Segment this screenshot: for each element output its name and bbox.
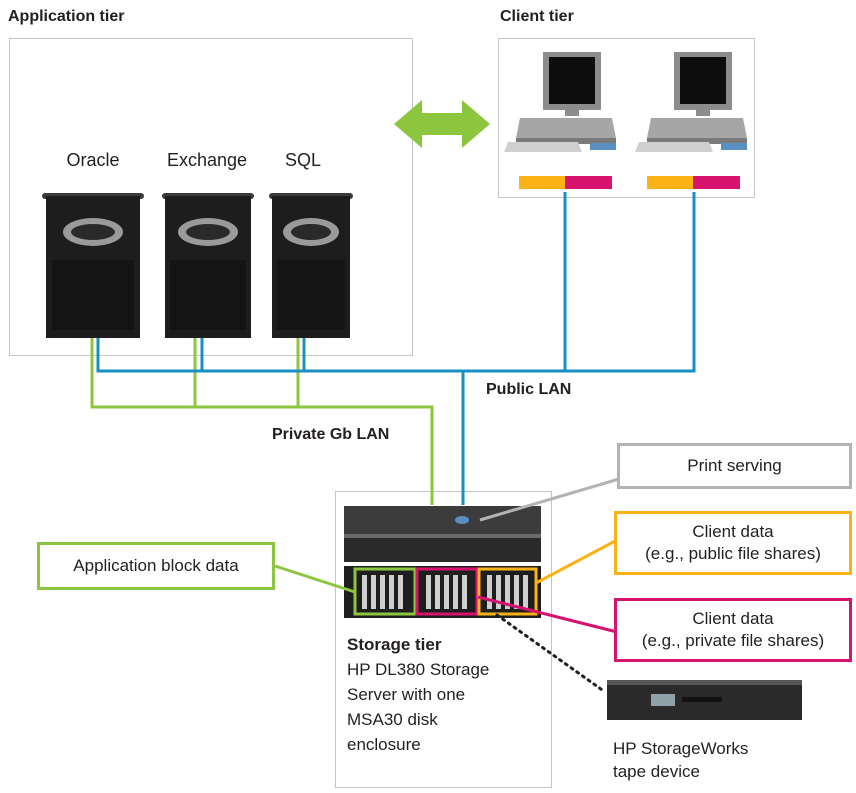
private-lan-lines — [90, 318, 434, 505]
tape-caption-line-1: HP StorageWorks — [613, 739, 749, 758]
client-public-connector — [535, 538, 618, 585]
storage-description-line-2: Server with one — [347, 685, 466, 704]
client-workstation-2-icon — [635, 52, 747, 189]
application-tier-heading: Application tier — [8, 8, 125, 25]
client-data-public-callout: Client data (e.g., public file shares) — [614, 511, 852, 575]
client-data-public-line2: (e.g., public file shares) — [645, 544, 821, 563]
server-label-sql: SQL — [284, 150, 322, 170]
server-oracle-icon — [42, 193, 144, 338]
tape-device-caption: HP StorageWorks tape device — [613, 737, 748, 783]
tape-caption-line-2: tape device — [613, 762, 700, 781]
storage-description-line-4: enclosure — [347, 735, 421, 754]
server-sql-icon — [269, 193, 353, 338]
storage-description-line-1: HP DL380 Storage — [347, 660, 490, 679]
client-data-private-line1: Client data — [692, 609, 774, 628]
server-exchange-icon — [162, 193, 254, 338]
application-block-data-callout: Application block data — [37, 542, 275, 590]
private-lan-label: Private Gb LAN — [272, 426, 390, 443]
print-serving-callout: Print serving — [617, 443, 852, 489]
client-data-private-callout: Client data (e.g., private file shares) — [614, 598, 852, 662]
app-block-connector — [274, 564, 356, 594]
tape-connector — [495, 613, 607, 694]
storage-description-line-3: MSA30 disk — [347, 710, 438, 729]
print-serving-label: Print serving — [687, 456, 782, 475]
tape-device-icon — [607, 680, 802, 720]
application-block-data-label: Application block data — [73, 556, 239, 575]
public-lan-label: Public LAN — [486, 381, 572, 398]
storage-server-icon — [344, 506, 541, 618]
client-tier-heading: Client tier — [500, 8, 574, 25]
client-data-private-line2: (e.g., private file shares) — [641, 631, 825, 650]
client-workstation-1-icon — [504, 52, 616, 189]
client-private-connector — [477, 595, 618, 634]
client-data-public-line1: Client data — [692, 522, 774, 541]
server-label-oracle: Oracle — [66, 150, 120, 170]
bidirectional-arrow-icon — [394, 100, 490, 148]
storage-tier-caption: Storage tier HP DL380 Storage Server wit… — [347, 632, 489, 757]
server-label-exchange: Exchange — [166, 150, 248, 170]
storage-tier-title: Storage tier — [347, 635, 442, 654]
print-connector — [479, 477, 620, 522]
